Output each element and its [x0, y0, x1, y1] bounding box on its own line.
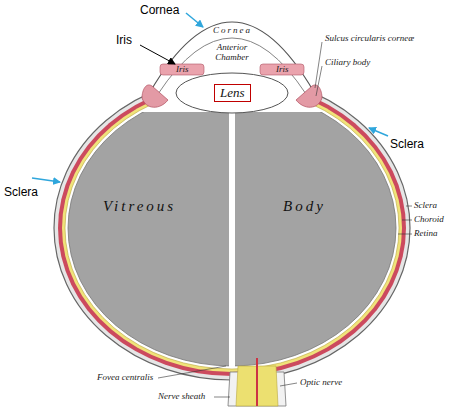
lens-box: Lens — [214, 84, 251, 102]
part-label: Iris — [276, 64, 289, 74]
part-label: Choroid — [414, 214, 444, 224]
part-label: Optic nerve — [300, 377, 342, 387]
node-text: Lens — [220, 85, 245, 100]
part-label: Cornea — [213, 25, 252, 35]
part-label: Iris — [176, 64, 189, 74]
region-label: Body — [283, 198, 326, 215]
part-label: Sclera — [414, 200, 437, 210]
part-label: Ciliary body — [325, 57, 370, 67]
part-label: Sulcus circularis corneæ — [325, 33, 414, 43]
part-label: Anterior Chamber — [207, 42, 257, 63]
part-label: Retina — [414, 228, 438, 238]
callout-label: Iris — [116, 34, 132, 48]
callout-label: Sclera — [4, 186, 38, 200]
callout-label: Sclera — [390, 138, 424, 152]
region-label: Vitreous — [103, 198, 176, 215]
part-label: Fovea centralis — [97, 372, 153, 382]
callout-label: Cornea — [140, 4, 179, 18]
part-label: Nerve sheath — [158, 391, 205, 401]
